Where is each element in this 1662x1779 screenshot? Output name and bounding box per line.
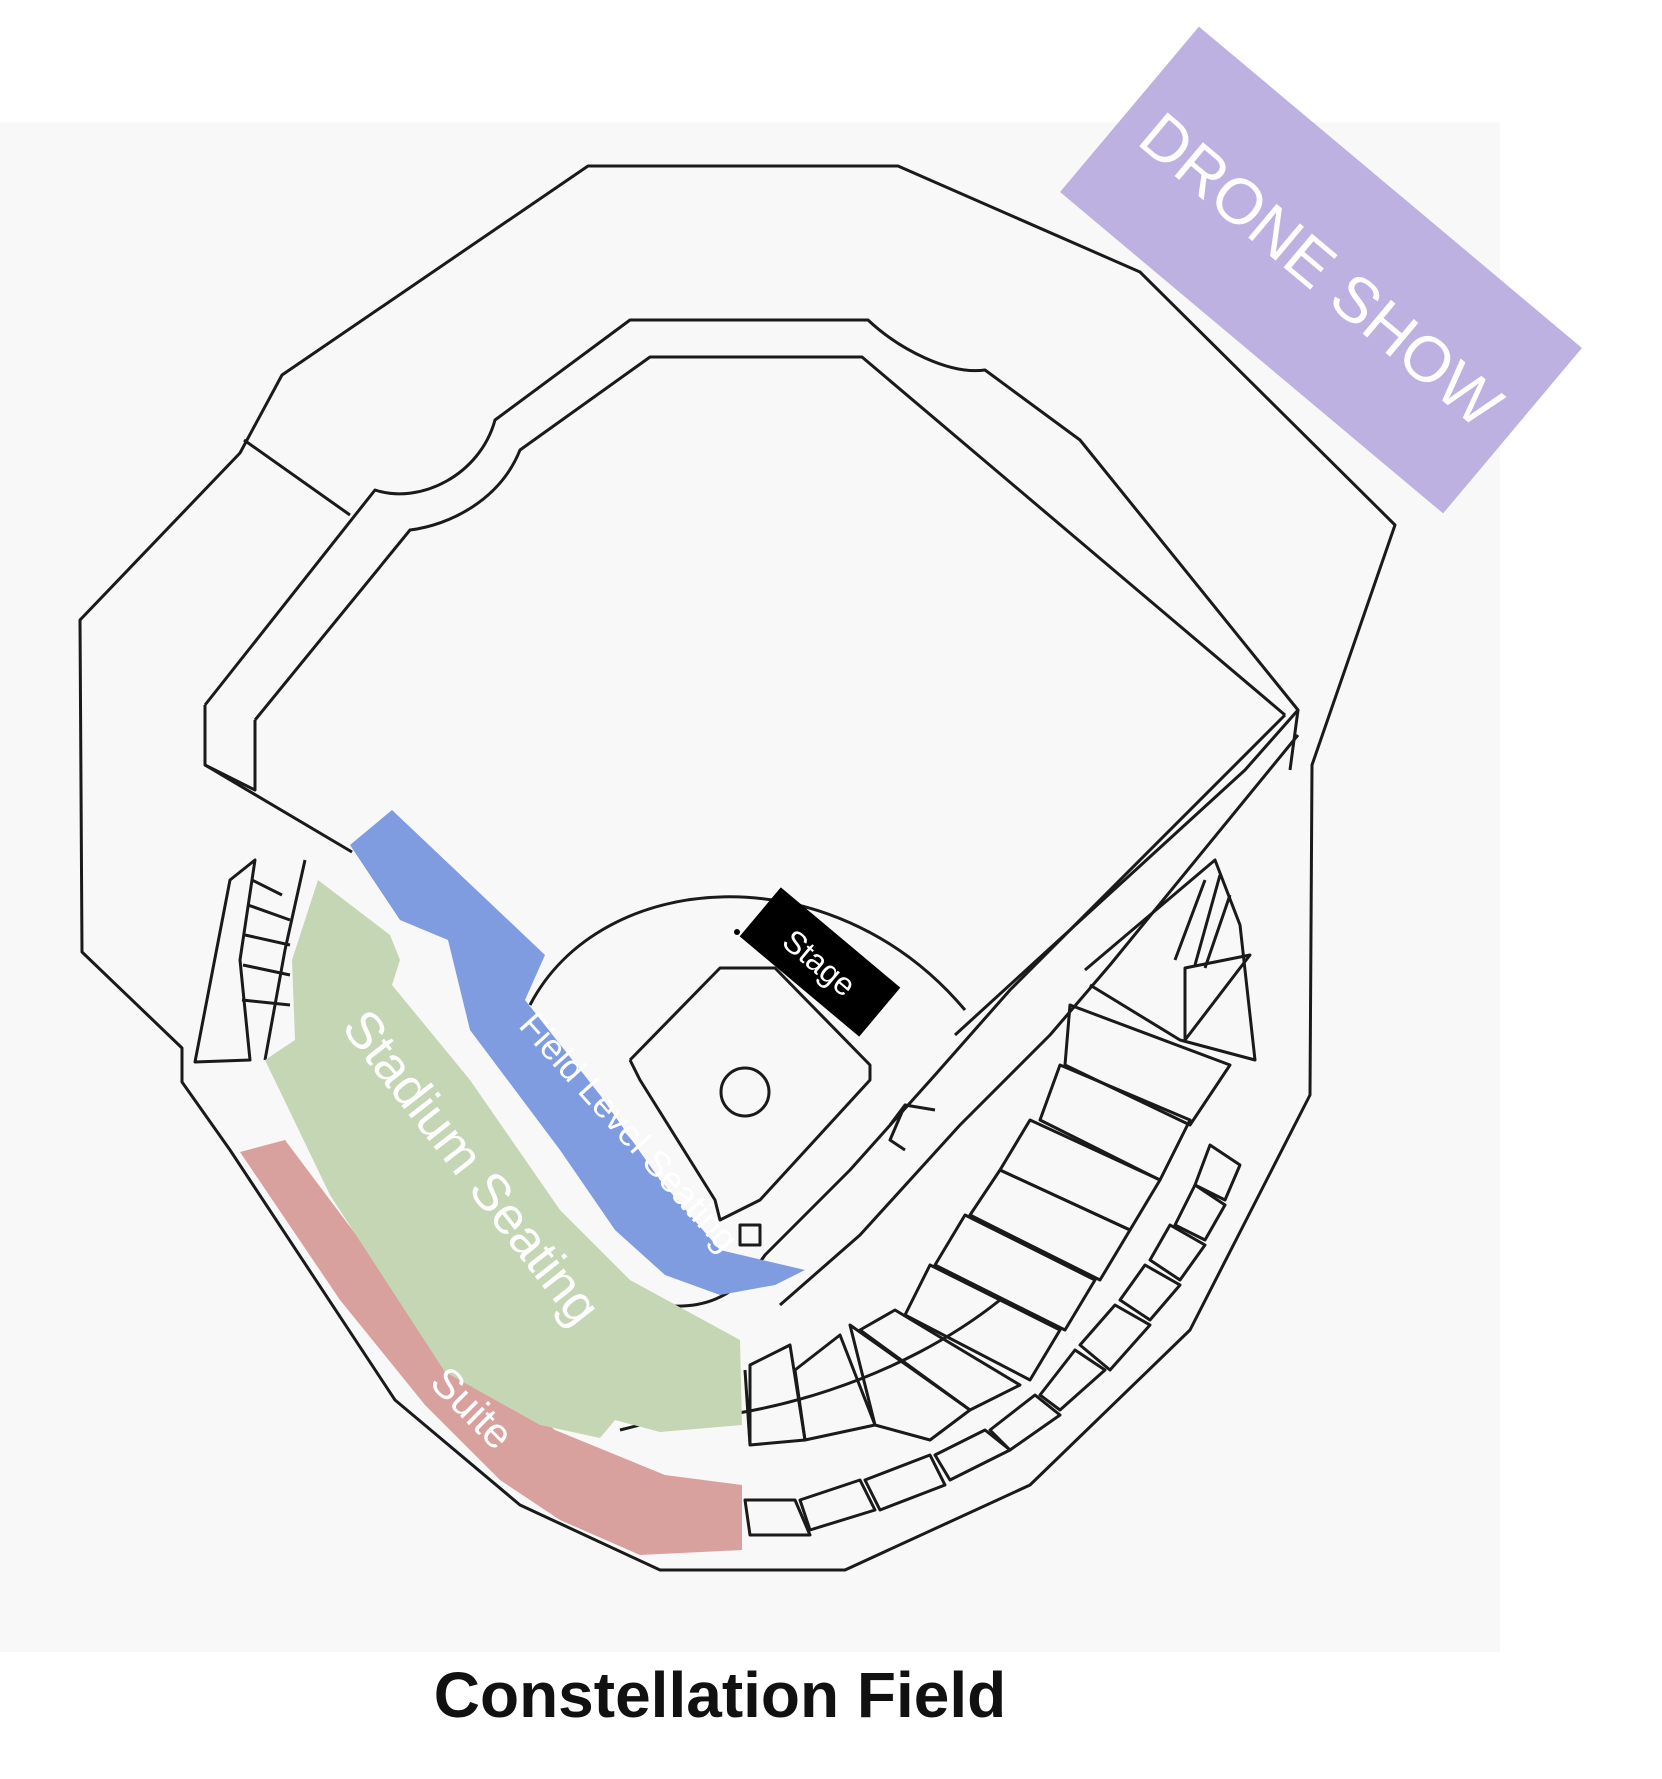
zone-field-level-seating[interactable] bbox=[350, 810, 805, 1295]
venue-title: Constellation Field bbox=[433, 1659, 1007, 1731]
zone-stadium-seating[interactable] bbox=[265, 880, 742, 1438]
zone-suite[interactable] bbox=[240, 1140, 742, 1555]
stadium-outline bbox=[78, 164, 1397, 1572]
